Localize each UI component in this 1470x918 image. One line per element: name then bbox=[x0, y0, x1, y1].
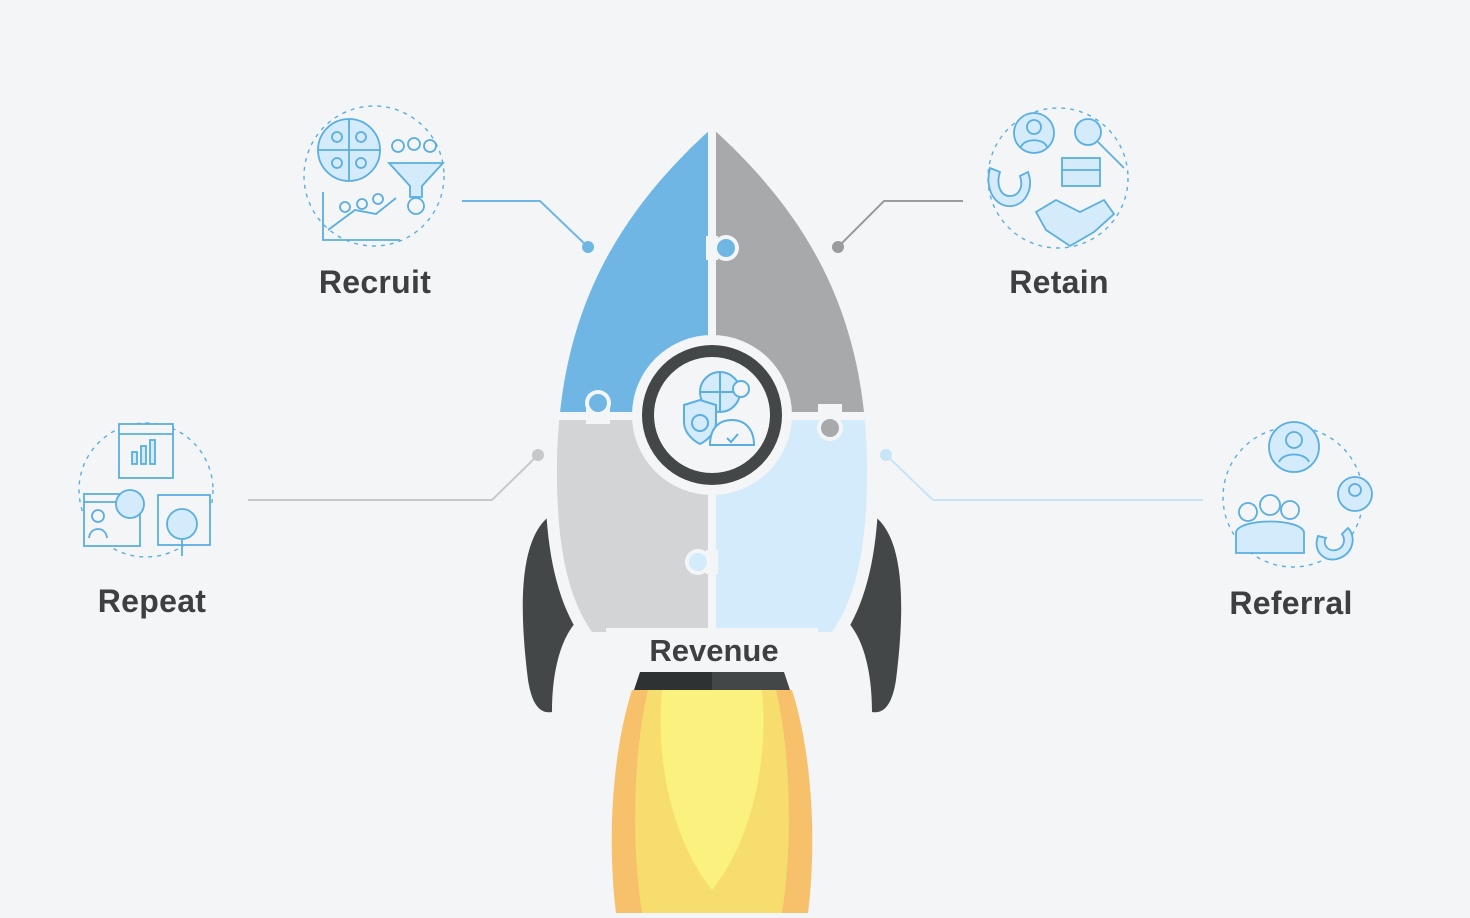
repeat-connector bbox=[248, 454, 539, 501]
retain-label: Retain bbox=[1009, 264, 1109, 300]
repeat-icon bbox=[78, 422, 214, 558]
retain-icon bbox=[987, 107, 1129, 249]
rocket-nozzle bbox=[606, 628, 818, 690]
rocket-flame bbox=[611, 690, 813, 913]
revenue-porthole bbox=[632, 335, 792, 495]
revenue-icons bbox=[683, 371, 756, 446]
recruit-icon bbox=[303, 105, 446, 247]
referral-icon bbox=[1222, 421, 1373, 568]
retain-connector bbox=[837, 200, 963, 248]
revenue-label: Revenue bbox=[649, 633, 779, 668]
connector-lines bbox=[248, 200, 1203, 501]
referral-label: Referral bbox=[1229, 585, 1353, 621]
referral-connector bbox=[885, 454, 1203, 501]
puzzle-knobs bbox=[585, 235, 843, 575]
rocket-fins bbox=[522, 512, 902, 713]
recruit-label: Recruit bbox=[318, 264, 432, 300]
recruit-connector bbox=[462, 200, 589, 248]
repeat-label: Repeat bbox=[97, 583, 207, 619]
